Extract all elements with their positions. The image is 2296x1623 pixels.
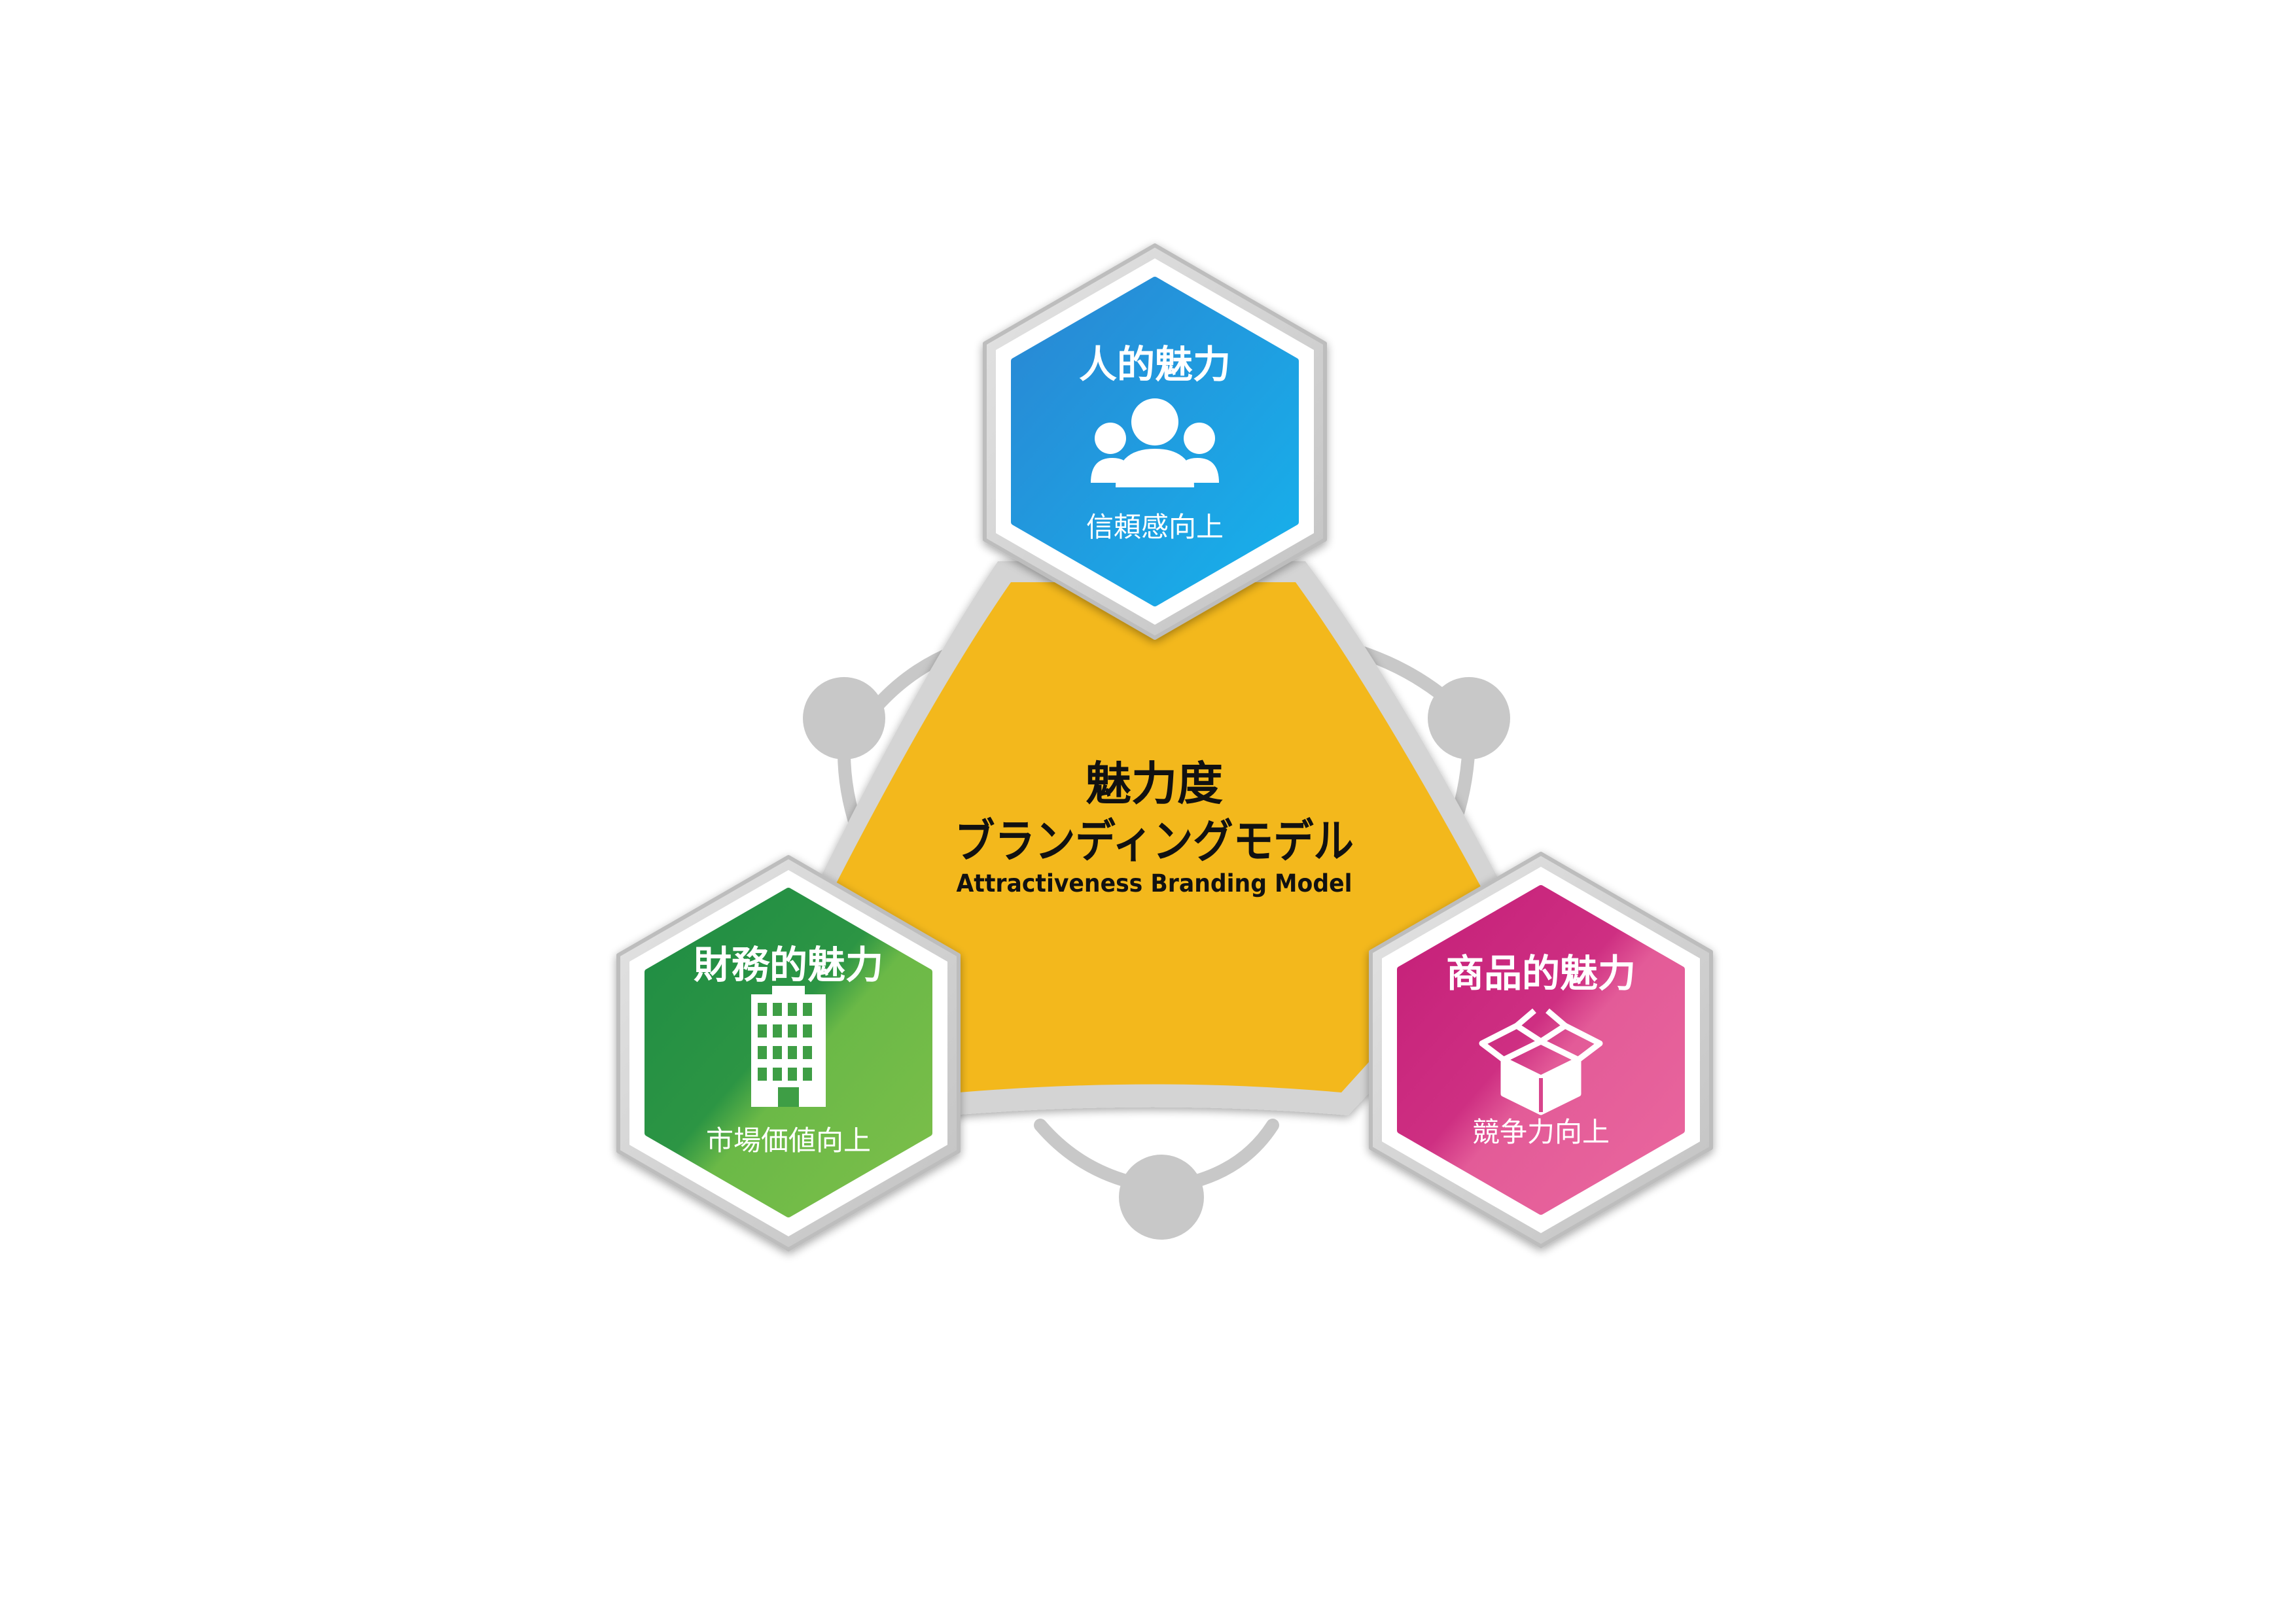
node-product-subtitle: 競争力向上: [1472, 1116, 1610, 1148]
node-product-appeal: 商品的魅力 競争力向上: [1369, 852, 1713, 1248]
node-human-appeal: 人的魅力 信頼感向上: [983, 243, 1327, 640]
node-product-title: 商品的魅力: [1446, 951, 1636, 996]
connector-arc-lower-left: [1034, 1119, 1145, 1191]
center-subtitle-jp: ブランディングモデル: [955, 814, 1354, 868]
center-title-jp: 魅力度: [1086, 757, 1223, 811]
node-financial-subtitle: 市場価値向上: [706, 1125, 871, 1157]
center-triangle: 魅力度 ブランディングモデル Attractiveness Branding M…: [795, 561, 1525, 1115]
orbit-nodes: [803, 677, 1510, 1240]
node-financial-title: 財務的魅力: [694, 943, 883, 987]
node-financial-appeal: 財務的魅力 市場価値向上: [616, 855, 961, 1251]
node-human-title: 人的魅力: [1079, 342, 1231, 387]
node-product-face: [1397, 885, 1685, 1215]
center-title-en: Attractiveness Branding Model: [957, 869, 1352, 898]
orbit-node-right: [1428, 677, 1510, 759]
orbit-node-bottom: [1119, 1155, 1204, 1240]
people-icon: [1091, 398, 1219, 487]
box-icon: [1479, 1008, 1603, 1115]
center-triangle-fill: [818, 582, 1498, 1092]
building-icon: [751, 986, 826, 1107]
node-human-subtitle: 信頼感向上: [1086, 511, 1224, 543]
orbit-node-left: [803, 677, 885, 759]
